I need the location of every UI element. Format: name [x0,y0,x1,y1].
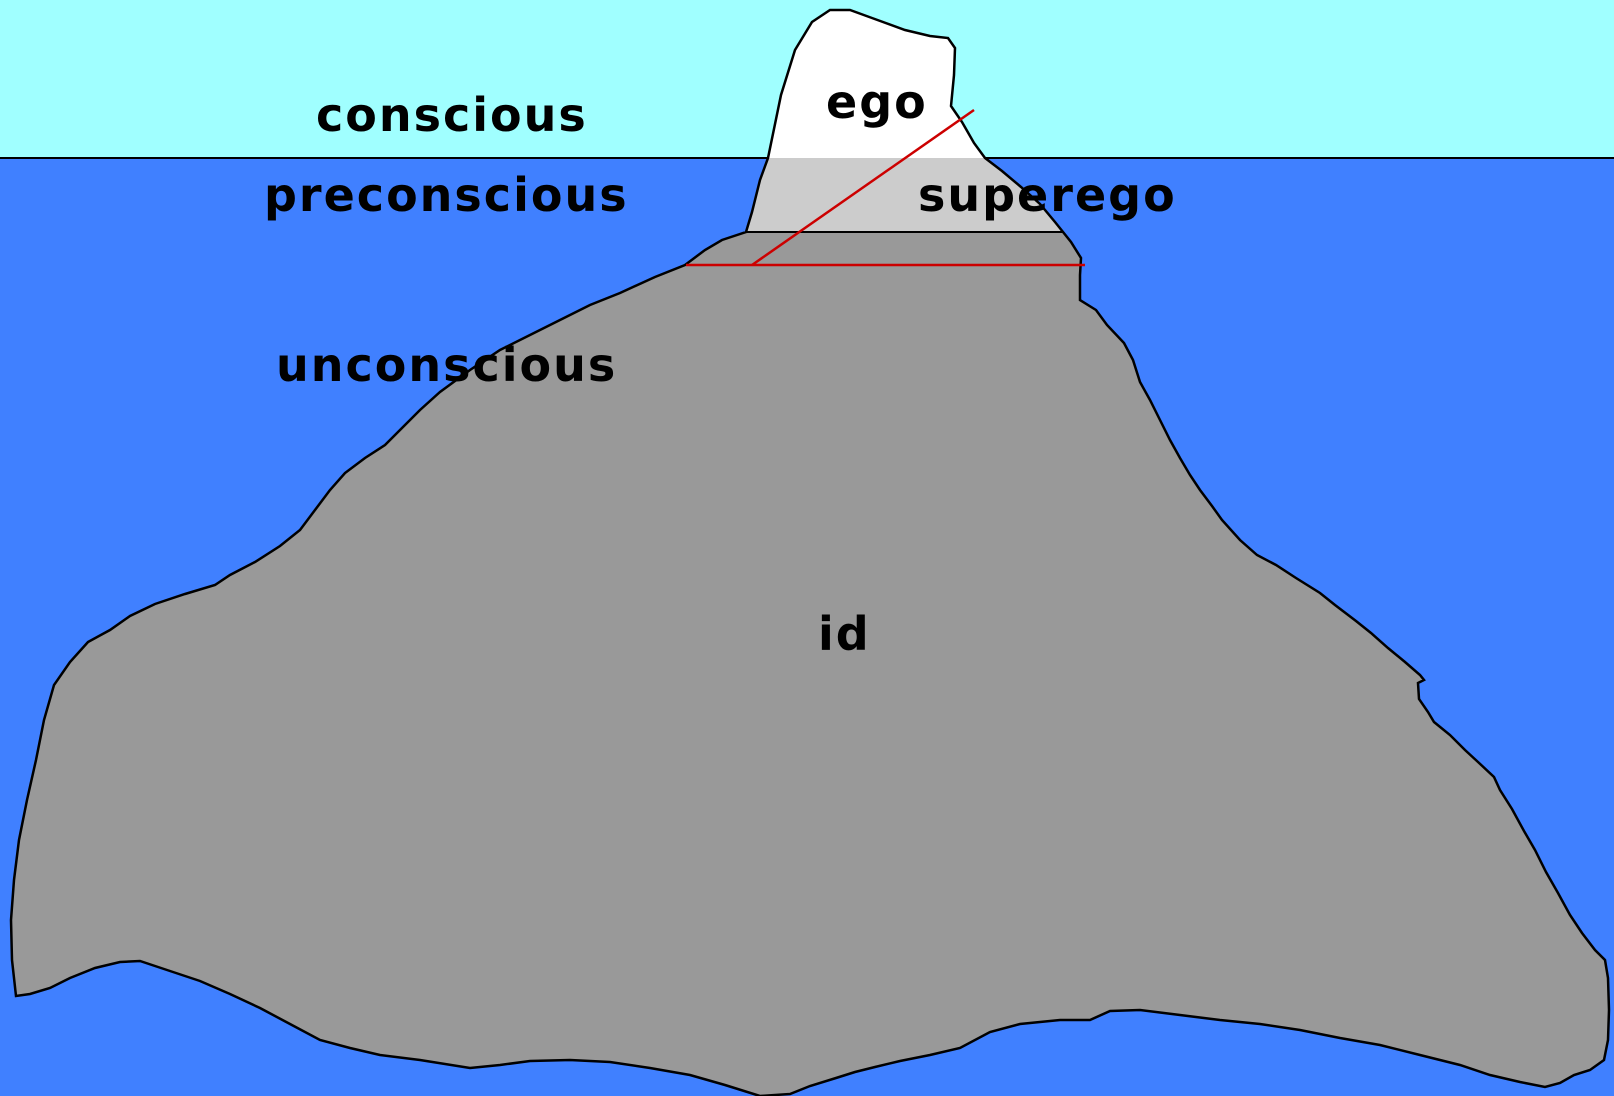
preconscious-label: preconscious [264,168,629,222]
unconscious-label: unconscious [276,338,617,392]
ego-label: ego [826,75,928,129]
conscious-label: conscious [316,88,588,142]
id-label: id [818,607,871,661]
superego-label: superego [918,168,1177,222]
ego-superego-divider [751,108,975,267]
